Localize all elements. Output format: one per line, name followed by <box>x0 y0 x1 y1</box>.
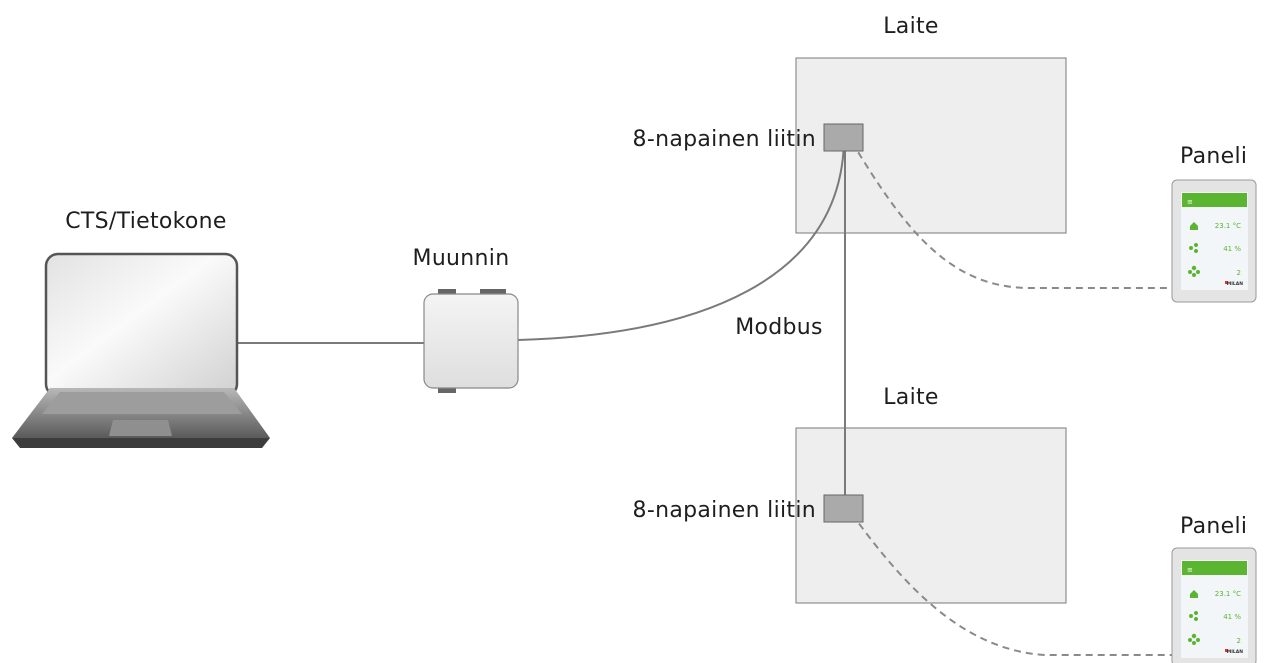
svg-text:≡: ≡ <box>1187 566 1193 574</box>
humidity-icon <box>1189 243 1198 253</box>
svg-text:≡: ≡ <box>1187 198 1193 206</box>
panel-logo: MILAN <box>1227 281 1244 287</box>
laptop-icon <box>12 252 270 448</box>
panel-top-label: Paneli <box>1180 144 1247 169</box>
connector-top-label: 8-napainen liitin <box>633 127 816 152</box>
device-top-label: Laite <box>883 14 939 39</box>
panel-fan-speed: 2 <box>1237 637 1241 645</box>
control-panel-top: ≡ 23.1 °C 41 % 2 MILAN <box>1171 179 1257 303</box>
panel-bottom-label: Paneli <box>1180 514 1247 539</box>
converter-label: Muunnin <box>413 246 510 271</box>
dashed-cable-bottom <box>851 513 1172 656</box>
dashed-cable-top <box>851 141 1172 289</box>
connector-bottom <box>823 494 864 523</box>
panel-temperature: 23.1 °C <box>1215 590 1241 598</box>
panel-humidity: 41 % <box>1223 613 1241 621</box>
device-bottom-label: Laite <box>883 385 939 410</box>
control-panel-bottom: ≡ 23.1 °C 41 % 2 MILAN <box>1171 547 1257 663</box>
connector-bottom-label: 8-napainen liitin <box>633 498 816 523</box>
computer-label: CTS/Tietokone <box>65 209 226 234</box>
modbus-label: Modbus <box>735 315 823 340</box>
home-icon <box>1190 590 1198 598</box>
panel-humidity: 41 % <box>1223 245 1241 253</box>
fan-icon <box>1188 633 1200 645</box>
panel-temperature: 23.1 °C <box>1215 222 1241 230</box>
fan-icon <box>1188 265 1200 277</box>
cable-converter-connector <box>517 141 845 341</box>
home-icon <box>1190 222 1198 230</box>
panel-logo: MILAN <box>1227 649 1244 655</box>
converter-device <box>423 289 519 393</box>
humidity-icon <box>1189 611 1198 621</box>
connector-top <box>823 123 864 152</box>
panel-fan-speed: 2 <box>1237 269 1241 277</box>
